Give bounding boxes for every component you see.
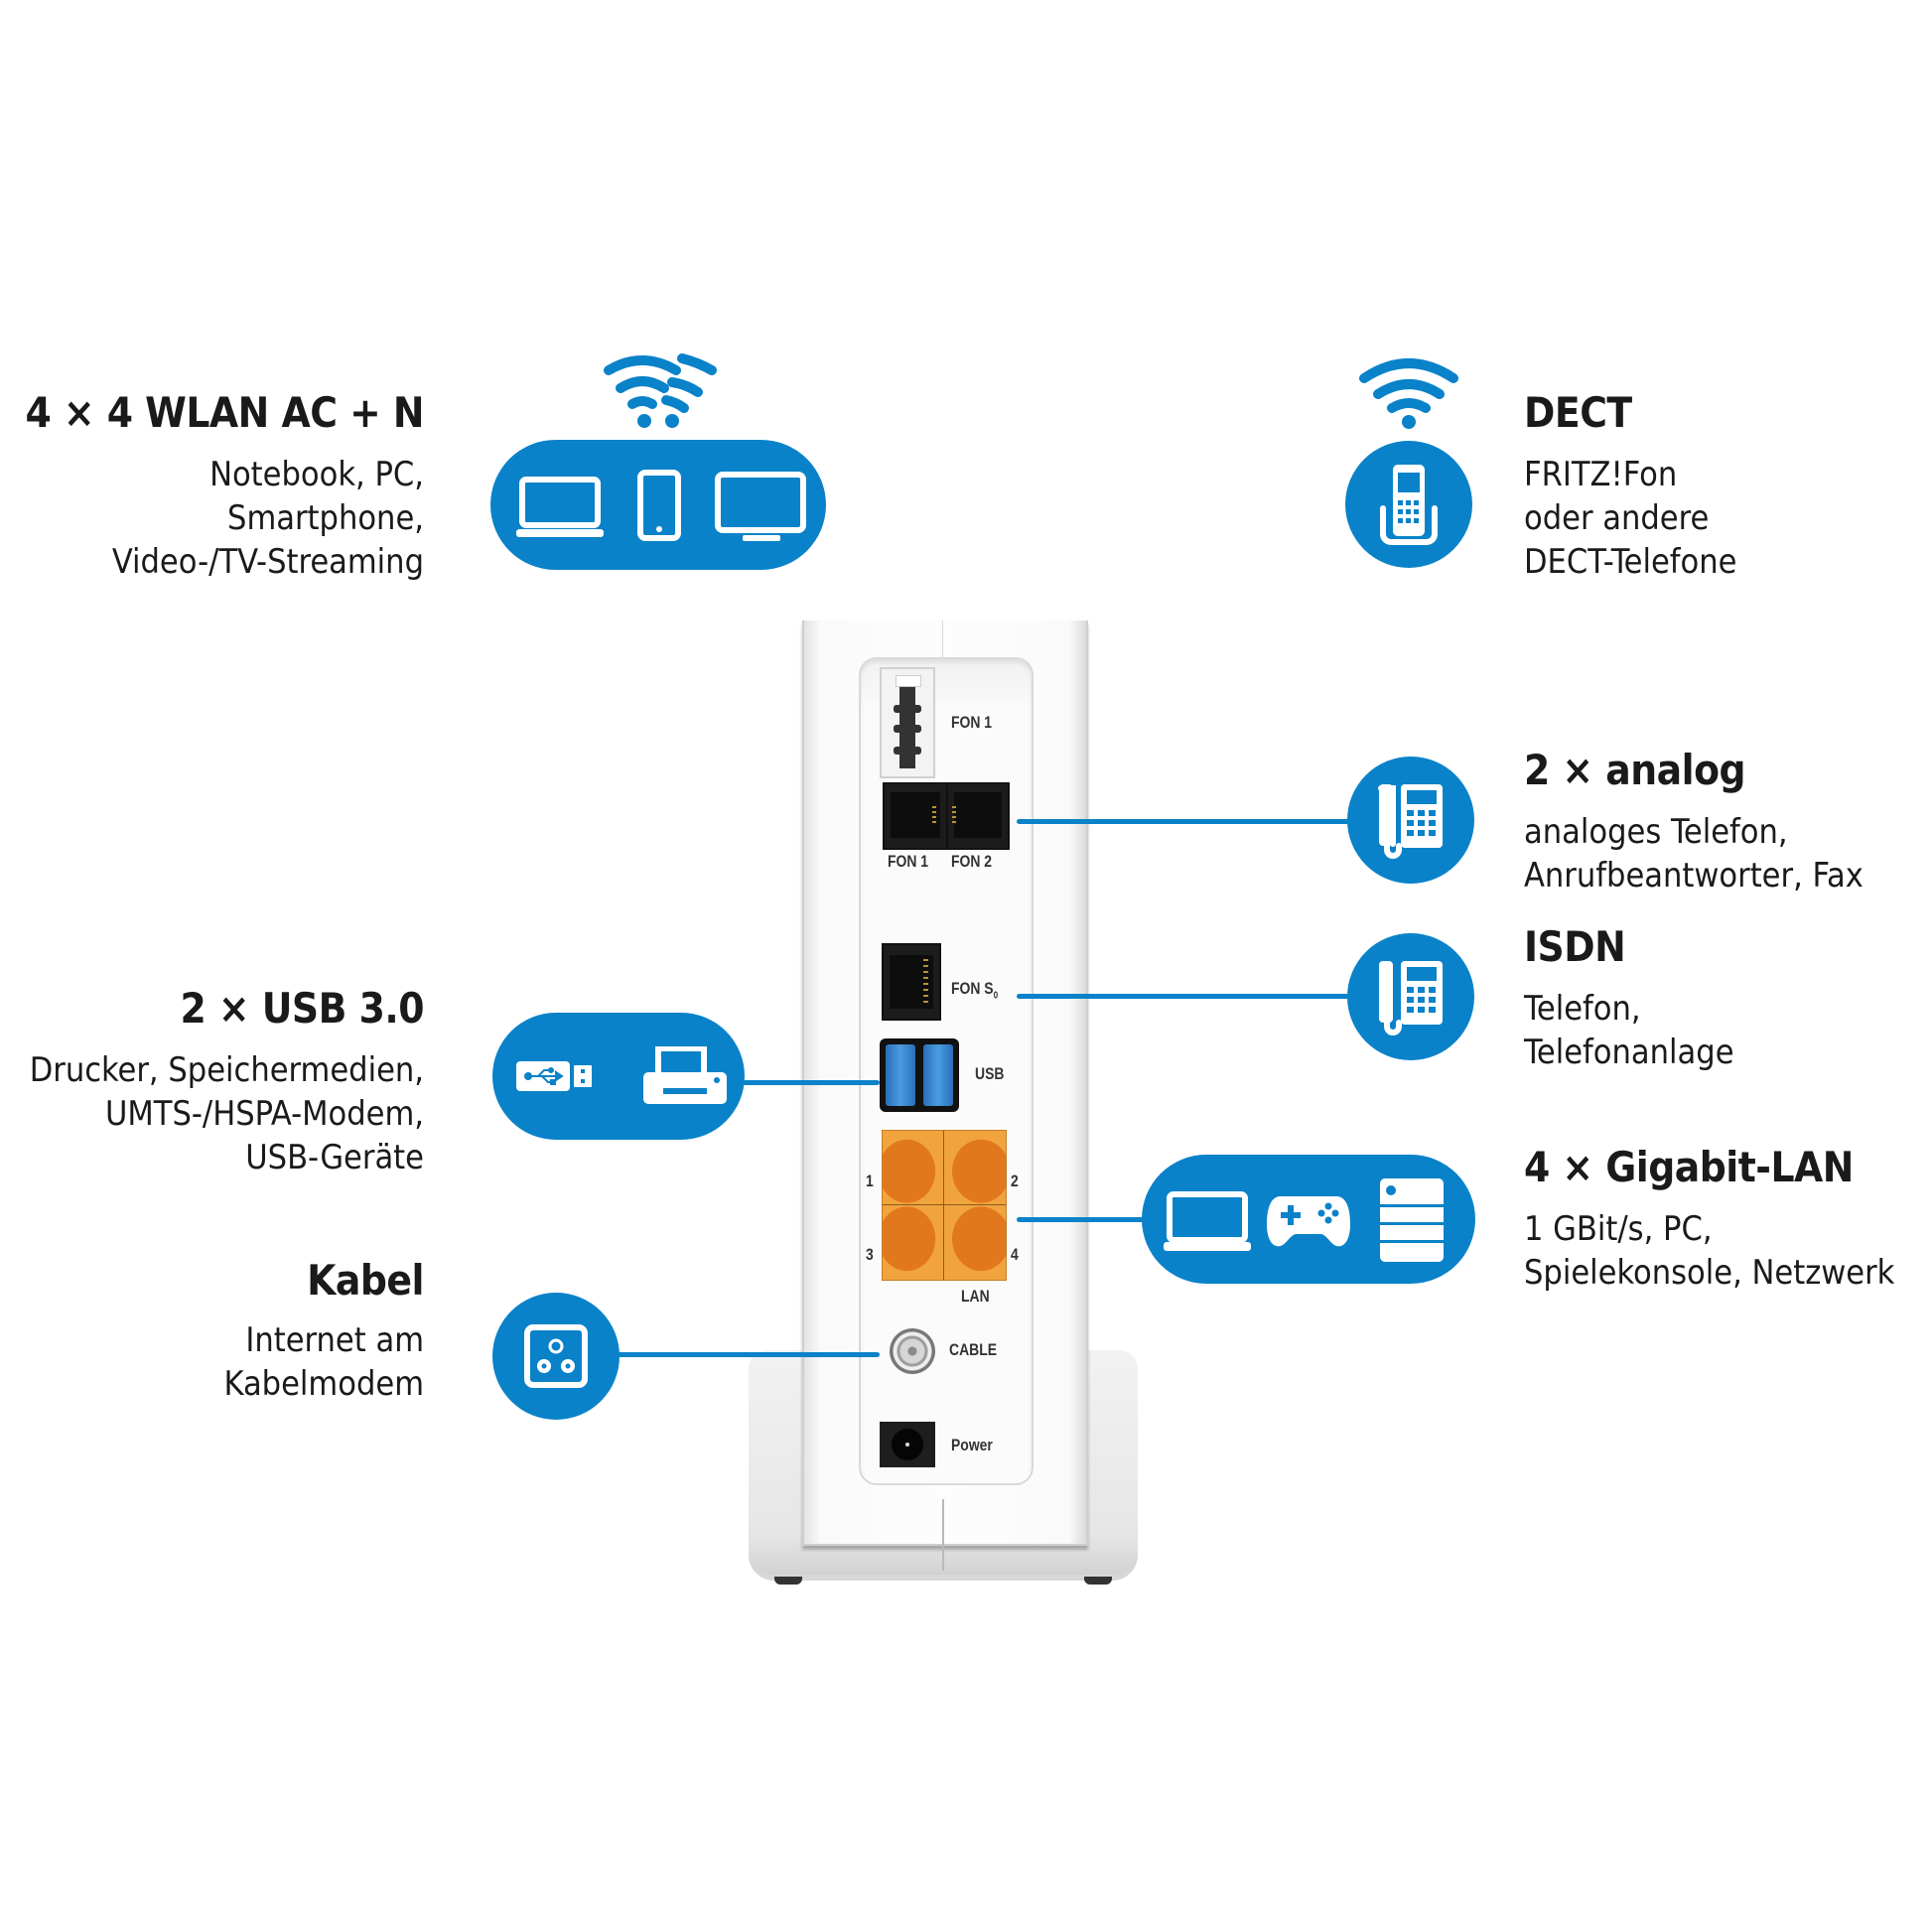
cable-line: Internet am (245, 1320, 424, 1360)
analog-badge (1347, 757, 1474, 884)
printer-icon (643, 1046, 727, 1106)
lan-description: 1 GBit/s, PC, Spielekonsole, Netzwerk (1524, 1207, 1894, 1295)
wlan-description: Notebook, PC, Smartphone, Video-/TV-Stre… (112, 453, 424, 584)
monitor-icon (715, 472, 806, 543)
dect-line: FRITZ!Fon (1524, 455, 1678, 494)
dect-badge (1345, 441, 1472, 568)
lan-port-3[interactable] (883, 1205, 944, 1280)
dect-description: FRITZ!Fon oder andere DECT-Telefone (1524, 453, 1736, 584)
wifi-icon (1356, 354, 1461, 430)
isdn-title: ISDN (1524, 922, 1626, 971)
fon-s0-port[interactable] (882, 943, 941, 1021)
fon-s0-label: FON S0 (951, 979, 998, 1001)
analog-line: Anrufbeantworter, Fax (1524, 856, 1863, 896)
analog-description: analoges Telefon, Anrufbeantworter, Fax (1524, 810, 1863, 897)
power-port[interactable] (880, 1422, 935, 1467)
usb-stick-icon (516, 1058, 596, 1094)
cable-port[interactable] (890, 1328, 935, 1374)
cable-line: Kabelmodem (223, 1364, 424, 1404)
desk-phone-icon (1375, 957, 1449, 1036)
wlan-line: Video-/TV-Streaming (111, 542, 424, 582)
usb-description: Drucker, Speichermedien, UMTS-/HSPA-Mode… (30, 1048, 424, 1179)
lan-number-1: 1 (866, 1172, 874, 1190)
smartphone-icon (637, 470, 681, 541)
wifi-icon (601, 352, 720, 432)
lan-number-4: 4 (1011, 1245, 1019, 1264)
desk-phone-icon (1375, 780, 1449, 860)
lan-port-4[interactable] (944, 1205, 1006, 1280)
stand-foot (774, 1577, 802, 1585)
lan-devices-badge (1142, 1155, 1475, 1284)
lan-connector-line (1017, 1217, 1146, 1222)
usb-line: UMTS-/HSPA-Modem, (104, 1094, 424, 1134)
wlan-line: Notebook, PC, (209, 455, 424, 494)
analog-title: 2 × analog (1524, 746, 1746, 794)
usb-ports[interactable] (880, 1038, 959, 1112)
lan-ports[interactable] (882, 1130, 1007, 1281)
dect-title: DECT (1524, 388, 1632, 437)
isdn-description: Telefon, Telefonanlage (1524, 987, 1734, 1074)
nas-icon (1380, 1178, 1444, 1262)
fon2-port[interactable] (946, 782, 1010, 850)
fon1-port[interactable] (883, 782, 948, 850)
analog-connector-line (1017, 819, 1354, 824)
gamepad-icon (1267, 1194, 1350, 1248)
router-device: FON 1 FON 1 FON 2 FON S0 USB 1 2 3 4 LAN… (745, 616, 1142, 1598)
isdn-line: Telefon, (1524, 989, 1641, 1029)
cable-title: Kabel (307, 1256, 424, 1305)
isdn-badge (1347, 933, 1474, 1060)
cordless-phone-icon (1377, 463, 1441, 548)
wlan-line: Smartphone, (227, 498, 424, 538)
power-label: Power (951, 1436, 993, 1454)
cable-label: CABLE (949, 1340, 998, 1359)
fon2-label: FON 2 (951, 852, 993, 871)
fon-s0-subscript: 0 (993, 990, 999, 1002)
usb-devices-badge (492, 1013, 745, 1140)
usb-label: USB (975, 1064, 1005, 1083)
lan-title: 4 × Gigabit-LAN (1524, 1143, 1854, 1191)
seam (942, 1499, 944, 1571)
laptop-icon (1162, 1190, 1253, 1254)
usb-line: USB-Geräte (245, 1138, 424, 1177)
dect-line: oder andere (1524, 498, 1710, 538)
isdn-line: Telefonanlage (1524, 1033, 1734, 1072)
lan-line: 1 GBit/s, PC, (1524, 1209, 1713, 1249)
seam (942, 621, 943, 660)
lan-label: LAN (961, 1287, 990, 1306)
lan-port-1[interactable] (883, 1131, 944, 1205)
lan-number-3: 3 (866, 1245, 874, 1264)
isdn-connector-line (1017, 994, 1354, 999)
wlan-devices-badge (490, 440, 826, 570)
usb-title: 2 × USB 3.0 (180, 984, 424, 1033)
dect-line: DECT-Telefone (1524, 542, 1737, 582)
cable-connector-line (616, 1352, 880, 1357)
fon1-label: FON 1 (888, 852, 929, 871)
laptop-icon (514, 476, 606, 539)
coax-socket-icon (524, 1324, 588, 1388)
lan-port-2[interactable] (944, 1131, 1006, 1205)
stand-foot (1084, 1577, 1112, 1585)
wlan-title: 4 × 4 WLAN AC + N (25, 388, 424, 437)
usb-connector-line (735, 1080, 880, 1085)
cable-description: Internet am Kabelmodem (223, 1318, 424, 1406)
fon1-tae-port[interactable] (880, 667, 935, 778)
lan-number-2: 2 (1011, 1172, 1019, 1190)
fon1-tae-label: FON 1 (951, 713, 993, 732)
cable-badge (492, 1293, 620, 1420)
fon-s0-text: FON S (951, 979, 994, 998)
lan-line: Spielekonsole, Netzwerk (1524, 1253, 1895, 1293)
analog-line: analoges Telefon, (1524, 812, 1788, 852)
usb-line: Drucker, Speichermedien, (29, 1050, 424, 1090)
